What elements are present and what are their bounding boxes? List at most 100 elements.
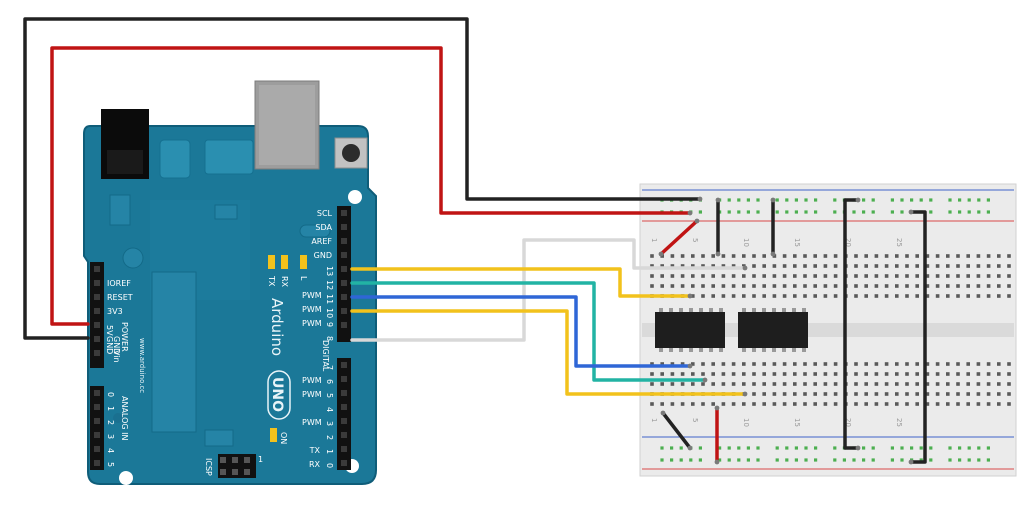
- ic-leg: [689, 348, 693, 352]
- breadboard-hole: [721, 372, 726, 376]
- breadboard-hole: [1007, 284, 1011, 288]
- breadboard-hole: [701, 264, 705, 268]
- capacitor-1: [159, 139, 191, 179]
- rail-hole: [737, 446, 741, 450]
- ic-leg: [792, 348, 796, 352]
- ic-leg: [752, 308, 756, 312]
- breadboard-hole: [793, 294, 797, 298]
- breadboard-hole: [691, 294, 695, 298]
- breadboard-hole: [813, 284, 817, 288]
- wire-end: [715, 251, 721, 257]
- breadboard-hole: [752, 362, 756, 366]
- breadboard-hole: [986, 254, 991, 258]
- breadboard-hole: [742, 284, 746, 288]
- rail-hole: [862, 446, 866, 450]
- breadboard-hole: [895, 362, 899, 366]
- ic-leg: [762, 308, 766, 312]
- breadboard-hole: [935, 294, 940, 298]
- breadboard-hole: [793, 392, 797, 396]
- digital-pin-number: 9: [325, 322, 334, 327]
- breadboard-hole: [752, 372, 756, 376]
- breadboard-hole: [782, 372, 787, 376]
- label-analog-in: ANALOG IN: [120, 396, 129, 441]
- header-pin: [94, 432, 100, 438]
- breadboard-hole: [782, 392, 787, 396]
- breadboard-hole: [915, 382, 919, 386]
- breadboard-hole: [925, 382, 930, 386]
- breadboard-hole: [986, 372, 991, 376]
- breadboard-hole: [905, 294, 909, 298]
- ic-leg: [782, 348, 786, 352]
- rail-hole: [814, 210, 818, 214]
- breadboard-hole: [823, 254, 828, 258]
- breadboard-hole: [874, 284, 879, 288]
- breadboard-hole: [762, 402, 766, 406]
- breadboard-hole: [701, 254, 705, 258]
- breadboard-hole: [976, 372, 981, 376]
- label-power: POWER: [120, 322, 129, 352]
- breadboard-hole: [772, 294, 777, 298]
- breadboard-hole: [670, 284, 675, 288]
- ic-leg: [679, 308, 683, 312]
- rail-hole: [794, 210, 798, 214]
- breadboard-hole: [895, 372, 899, 376]
- ic-leg: [802, 348, 806, 352]
- rail-hole: [660, 446, 664, 450]
- rail-hole: [833, 458, 837, 462]
- rail-hole: [977, 446, 981, 450]
- breadboard-hole: [762, 274, 766, 278]
- breadboard-hole: [701, 294, 705, 298]
- breadboard-hole: [691, 402, 695, 406]
- rail-hole: [910, 446, 914, 450]
- label-pwm-2: PWM: [302, 305, 322, 314]
- breadboard-hole: [660, 274, 664, 278]
- wire-end: [694, 218, 700, 224]
- breadboard-hole: [905, 264, 909, 268]
- breadboard-hole: [670, 264, 675, 268]
- breadboard-hole: [986, 392, 991, 396]
- digital-pin-number: 1: [325, 449, 334, 454]
- breadboard-hole: [721, 382, 726, 386]
- rail-hole: [948, 210, 952, 214]
- breadboard-hole: [650, 362, 654, 366]
- breadboard-hole: [925, 254, 930, 258]
- breadboard-hole: [762, 294, 766, 298]
- breadboard-hole: [670, 362, 675, 366]
- breadboard-hole: [731, 382, 736, 386]
- ic-leg: [669, 348, 673, 352]
- breadboard-hole: [680, 402, 685, 406]
- breadboard-hole: [660, 362, 664, 366]
- breadboard-hole: [915, 284, 919, 288]
- breadboard-hole: [905, 254, 909, 258]
- rail-hole: [900, 210, 904, 214]
- breadboard-hole: [895, 284, 899, 288]
- arduino-model-text: UNO: [269, 377, 285, 412]
- breadboard-hole: [650, 254, 654, 258]
- rail-hole: [967, 458, 971, 462]
- breadboard-hole: [752, 294, 756, 298]
- breadboard-hole: [864, 284, 868, 288]
- bb-col-number-top: 15: [793, 238, 801, 247]
- rail-hole: [862, 458, 866, 462]
- wire-end: [715, 197, 721, 203]
- breadboard-hole: [701, 362, 705, 366]
- header-pin: [94, 418, 100, 424]
- icsp-pin: [220, 469, 226, 475]
- breadboard-hole: [813, 274, 817, 278]
- breadboard-hole: [823, 402, 828, 406]
- breadboard-hole: [650, 264, 654, 268]
- breadboard-hole: [905, 362, 909, 366]
- ic-chip-2: [738, 312, 808, 348]
- breadboard-hole: [660, 372, 664, 376]
- wire-blue: [350, 295, 692, 368]
- analog-pin-number: 2: [106, 420, 115, 425]
- breadboard-hole: [966, 392, 970, 396]
- header-pin: [341, 376, 347, 382]
- breadboard-hole: [925, 294, 930, 298]
- breadboard-hole: [742, 274, 746, 278]
- wire-end: [770, 197, 776, 203]
- uno-badge: [267, 370, 291, 420]
- breadboard-hole: [650, 382, 654, 386]
- rail-hole: [785, 446, 789, 450]
